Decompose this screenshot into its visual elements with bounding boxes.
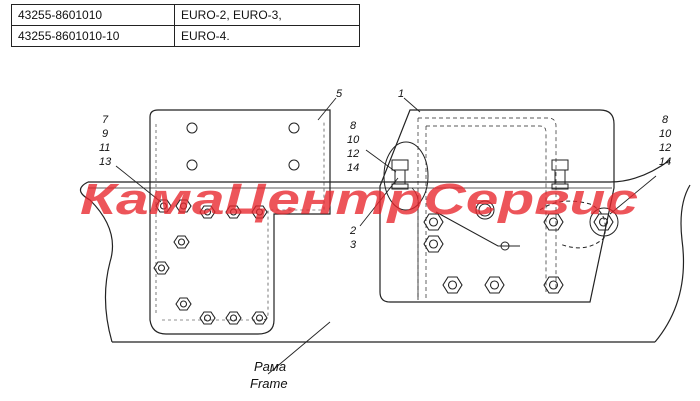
bolt-nut-icon [225, 205, 242, 219]
frame-caption-ru: Рама [254, 359, 286, 374]
plate-holes [186, 122, 300, 171]
bolt-nut-icon [199, 311, 216, 325]
spec-euro: EURO-4. [174, 25, 360, 47]
bolt-nut-icon [423, 235, 444, 253]
callout-7: 7 [102, 114, 109, 126]
bolt-nut-icon [155, 199, 172, 213]
callout-14: 14 [347, 162, 359, 174]
spec-table: 43255-8601010 EURO-2, EURO-3, 43255-8601… [11, 4, 360, 47]
callout-1: 1 [398, 88, 404, 100]
callout-8: 8 [350, 120, 357, 132]
bolt-nut-icon [199, 205, 216, 219]
callout-labels: 7 9 11 13 5 1 8 10 12 14 2 3 8 10 12 14 … [99, 88, 672, 391]
bolt-nut-icon [593, 213, 614, 231]
bolts-bracket [423, 213, 614, 294]
bolt-nut-icon [543, 276, 564, 294]
callout-2: 2 [349, 225, 356, 237]
callout-13: 13 [99, 156, 112, 168]
callout-3: 3 [350, 239, 357, 251]
spec-code: 43255-8601010-10 [11, 25, 175, 47]
bracket-1 [379, 109, 615, 303]
callout-14-right: 14 [659, 156, 671, 168]
bolt-nut-icon [484, 276, 505, 294]
detail-ellipse [383, 141, 429, 211]
spec-row: 43255-8601010-10 EURO-4. [11, 25, 360, 47]
bolt-nut-icon [251, 205, 268, 219]
bolt-nut-icon [153, 261, 170, 275]
bolt-nut-icon [442, 276, 463, 294]
callout-10: 10 [347, 134, 360, 146]
bolt-nut-icon [175, 199, 192, 213]
leader-lines [115, 97, 657, 375]
bolt-nut-icon [251, 311, 268, 325]
callout-9: 9 [102, 128, 108, 140]
plate-5 [149, 109, 331, 335]
bolt-nut-icon [225, 311, 242, 325]
callout-11: 11 [99, 142, 110, 154]
bolts-left [153, 199, 268, 325]
callout-8-right: 8 [662, 114, 669, 126]
callout-10-right: 10 [659, 128, 672, 140]
bolt-nut-icon [423, 213, 444, 231]
bolt-stacks [391, 159, 569, 190]
frame-rail [79, 159, 691, 343]
bolt-nut-icon [175, 297, 192, 311]
bolt-nut-icon [173, 235, 190, 249]
callout-12-right: 12 [659, 142, 671, 154]
bolt-nut-icon [543, 213, 564, 231]
callout-5: 5 [336, 88, 343, 100]
watermark: КамаЦентрСервис [80, 175, 638, 224]
frame-caption-en: Frame [250, 376, 288, 391]
detail-circle-right [589, 207, 619, 237]
callout-12: 12 [347, 148, 359, 160]
